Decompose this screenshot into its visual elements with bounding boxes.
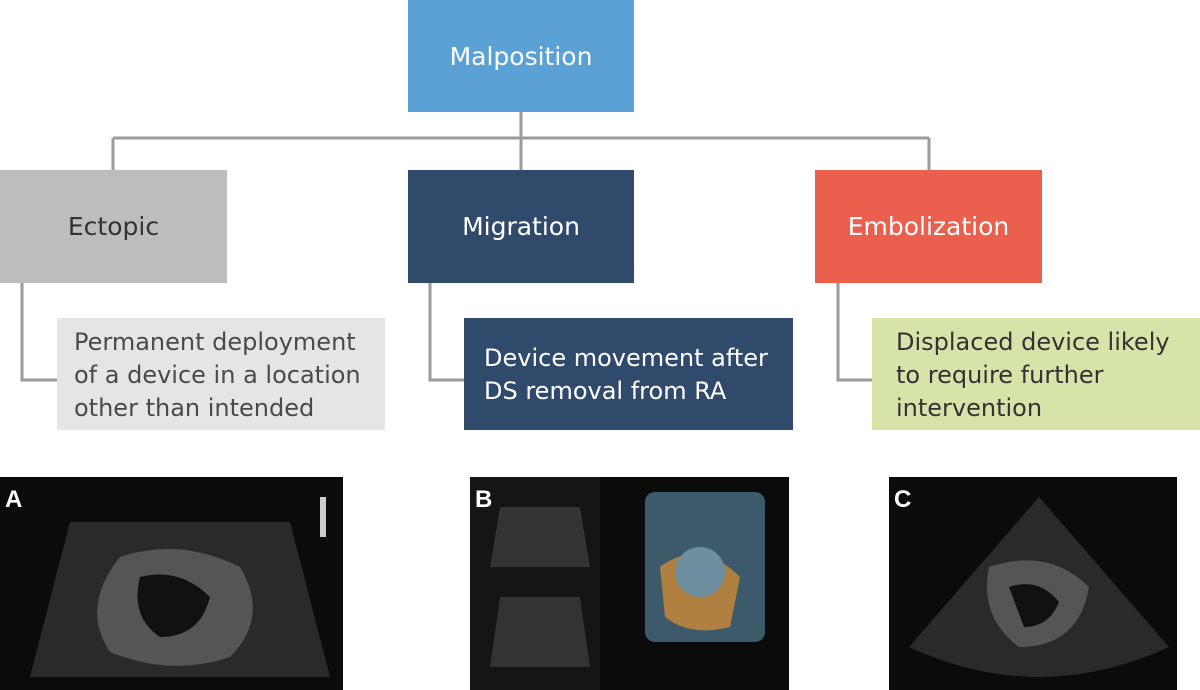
description-line: Device movement after bbox=[484, 344, 768, 372]
description-line: to require further bbox=[896, 361, 1104, 389]
category-label: Embolization bbox=[847, 212, 1010, 241]
description-ectopic: Permanent deployment of a device in a lo… bbox=[57, 318, 385, 430]
panel-letter: A bbox=[5, 486, 23, 513]
panel-letter: B bbox=[475, 486, 493, 513]
echo-image-panel-a: A bbox=[0, 477, 343, 690]
category-migration: Migration bbox=[408, 170, 634, 283]
root-node-malposition: Malposition bbox=[408, 0, 634, 112]
category-ectopic: Ectopic bbox=[0, 170, 227, 283]
echo-fan-image bbox=[30, 497, 330, 677]
echo-3d-image bbox=[470, 477, 765, 690]
description-migration: Device movement after DS removal from RA bbox=[464, 318, 793, 430]
description-line: other than intended bbox=[74, 394, 315, 422]
description-line: of a device in a location bbox=[74, 361, 361, 389]
panel-letter: C bbox=[894, 486, 912, 513]
description-line: DS removal from RA bbox=[484, 377, 727, 405]
description-embolization: Displaced device likely to require furth… bbox=[872, 318, 1200, 430]
category-embolization: Embolization bbox=[815, 170, 1042, 283]
category-label: Ectopic bbox=[67, 212, 160, 241]
echo-image-panel-c: C bbox=[889, 477, 1177, 690]
description-line: Permanent deployment bbox=[74, 328, 356, 356]
description-line: intervention bbox=[896, 394, 1043, 422]
echo-fan-image bbox=[909, 497, 1169, 677]
description-line: Displaced device likely bbox=[896, 328, 1170, 356]
category-label: Migration bbox=[462, 212, 580, 241]
echo-image-panel-b: B bbox=[470, 477, 789, 690]
root-label: Malposition bbox=[449, 41, 593, 71]
